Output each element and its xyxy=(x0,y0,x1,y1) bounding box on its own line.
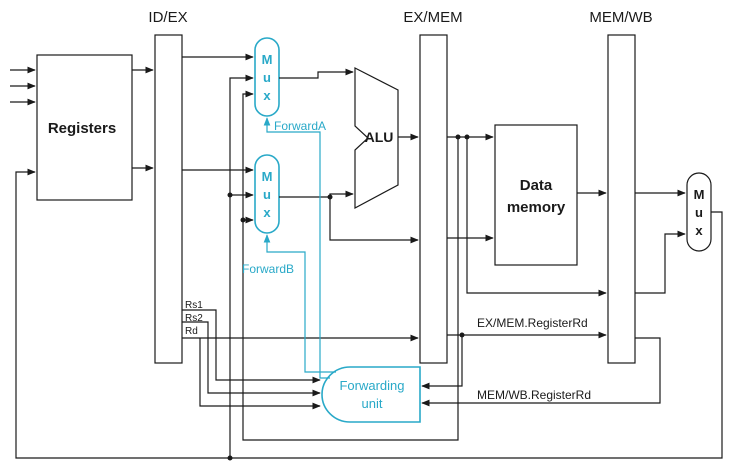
muxa-to-alu xyxy=(279,68,354,79)
exmem-rd-to-fwd xyxy=(421,335,463,390)
wb-forward-to-muxa xyxy=(229,74,254,195)
rd-label: Rd xyxy=(185,326,198,337)
data-memory-label-2: memory xyxy=(507,199,566,216)
forwarding-unit-label-2: unit xyxy=(362,396,383,411)
junction-dot xyxy=(455,134,461,140)
registers-block xyxy=(36,54,133,201)
junction-dot xyxy=(227,455,233,461)
exmem-bypass-to-memwb xyxy=(466,137,607,297)
wb-forward-to-muxb xyxy=(229,191,254,458)
mux-b-letter: x xyxy=(263,205,271,220)
registers-label: Registers xyxy=(48,120,116,137)
junction-dot xyxy=(227,192,233,198)
wb-mux-letter: x xyxy=(695,223,703,238)
mem-wb-register-rd-label: MEM/WB.RegisterRd xyxy=(477,388,591,402)
mux-a-letter: M xyxy=(262,52,273,67)
id-ex-register xyxy=(154,34,183,364)
rs2-label: Rs2 xyxy=(185,313,203,324)
forward-a-label: ForwardA xyxy=(274,119,326,133)
junction-dot xyxy=(240,217,246,223)
mux-a-letter: x xyxy=(263,88,271,103)
muxb-bypass-to-exmem xyxy=(329,197,419,244)
writeback-feedback xyxy=(15,168,723,459)
data-memory-block xyxy=(494,124,578,266)
forwarding-unit-block xyxy=(321,366,421,423)
forward-b-control xyxy=(263,234,336,373)
junction-dot xyxy=(464,134,470,140)
forwarding-unit-label-1: Forwarding xyxy=(339,378,404,393)
memwb-rd-to-fwd xyxy=(421,337,661,407)
rs1-label: Rs1 xyxy=(185,300,203,311)
forward-a-control xyxy=(263,117,330,379)
mux-b-letter: M xyxy=(262,169,273,184)
muxb-to-alu xyxy=(279,190,354,198)
junction-dot xyxy=(459,332,465,338)
mem-wb-register xyxy=(607,34,636,364)
ex-mem-register xyxy=(419,34,448,364)
mem-wb-label: MEM/WB xyxy=(589,9,652,26)
ex-mem-register-rd-label: EX/MEM.RegisterRd xyxy=(477,316,588,330)
forward-a-mux xyxy=(254,37,280,117)
data-memory-label-1: Data xyxy=(520,177,553,194)
exmem-forward-to-muxa xyxy=(242,90,254,220)
id-ex-label: ID/EX xyxy=(148,9,187,26)
rs1-to-fwd xyxy=(182,309,321,384)
memwb-to-wbmux-2 xyxy=(635,230,686,294)
mux-a-letter: u xyxy=(263,70,271,85)
rd-to-fwd xyxy=(199,338,321,410)
alu-block xyxy=(354,67,399,210)
alu-label: ALU xyxy=(365,129,394,145)
forward-b-mux xyxy=(254,154,280,234)
forward-b-label: ForwardB xyxy=(242,262,294,276)
mux-b-letter: u xyxy=(263,187,271,202)
junction-dot xyxy=(327,194,333,200)
wb-mux-letter: M xyxy=(694,187,705,202)
wb-mux-letter: u xyxy=(695,205,703,220)
rs2-to-fwd xyxy=(182,321,321,397)
exmem-forward-feedback xyxy=(242,137,459,441)
ex-mem-label: EX/MEM xyxy=(403,9,462,26)
